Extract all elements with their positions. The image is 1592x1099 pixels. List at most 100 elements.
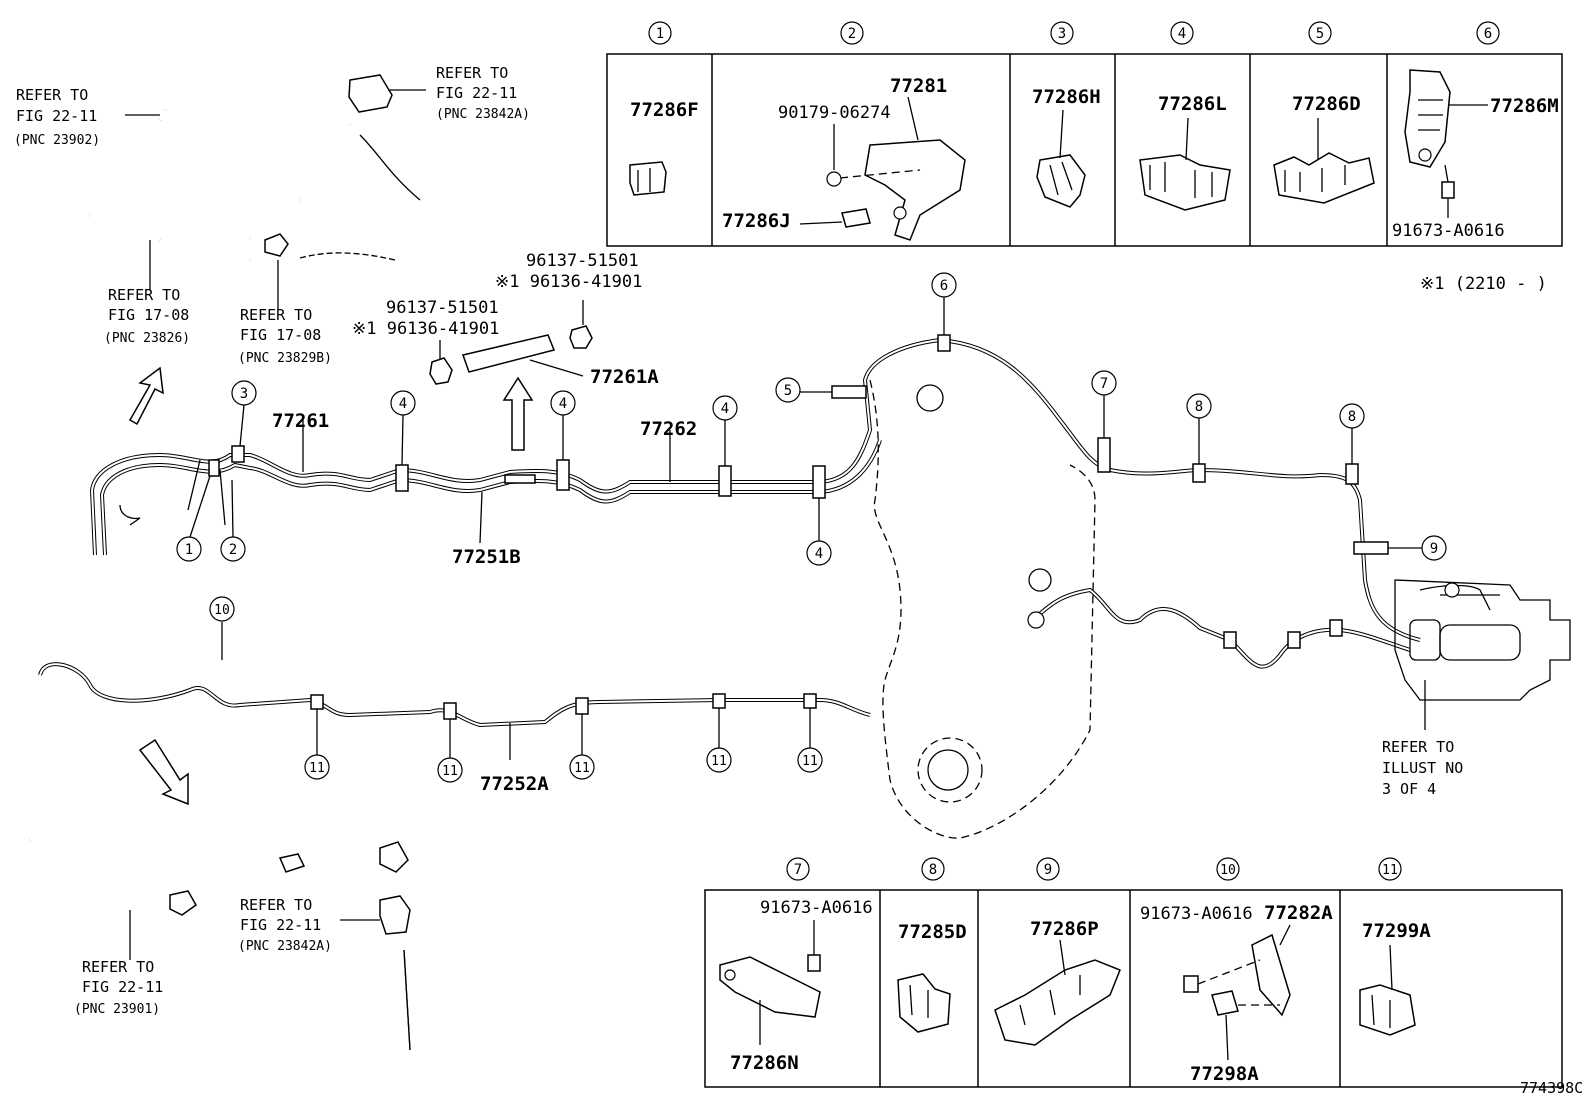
clip-77286F-icon: [629, 161, 667, 196]
svg-text:ILLUST NO: ILLUST NO: [1382, 759, 1463, 777]
clip-77299A-icon: [1359, 944, 1416, 1036]
callout-4c: 4: [712, 395, 738, 421]
bracket-77282A-icon: [1183, 924, 1291, 1061]
part-91673-A0616-b10: 91673-A0616: [1140, 904, 1253, 924]
svg-text:8: 8: [1195, 399, 1203, 415]
svg-text:9: 9: [1430, 541, 1438, 557]
svg-text:5: 5: [1316, 26, 1324, 42]
svg-text:11: 11: [711, 754, 727, 769]
svg-text:4: 4: [559, 396, 567, 412]
callout-4a: 4: [390, 390, 416, 416]
clamp-77286N-icon: [719, 920, 821, 1045]
svg-text:11: 11: [1382, 863, 1398, 878]
svg-text:3: 3: [1058, 26, 1066, 42]
callout-leaders: [189, 297, 1422, 760]
brake-actuator-outline: [1394, 579, 1571, 730]
part-77286N: 77286N: [730, 1052, 799, 1074]
bracket-77281-icon: [799, 96, 966, 241]
svg-text:(PNC 23901): (PNC 23901): [74, 1002, 160, 1017]
callout-9: 9: [1421, 535, 1447, 561]
legend-col-6-number: 6: [1476, 21, 1500, 45]
part-91673-A0616-top: 91673-A0616: [1392, 221, 1505, 241]
tube-clips: [208, 334, 1389, 720]
callout-11c: 11: [569, 754, 595, 780]
svg-text:11: 11: [442, 764, 458, 779]
legend-col-3-number: 3: [1050, 21, 1074, 45]
svg-text:1: 1: [656, 26, 664, 42]
svg-text:(PNC 23902): (PNC 23902): [14, 133, 100, 148]
part-90179-06274: 90179-06274: [778, 103, 891, 123]
callout-4b: 4: [550, 390, 576, 416]
diagram-code: 774398C: [1520, 1079, 1583, 1097]
svg-text:REFER TO: REFER TO: [16, 86, 88, 104]
callout-4d: 4: [806, 540, 832, 566]
legend-col-2-number: 2: [840, 21, 864, 45]
svg-text:(PNC 23826): (PNC 23826): [104, 331, 190, 346]
callout-8a: 8: [1186, 393, 1212, 419]
svg-text:5: 5: [784, 383, 792, 399]
callout-11a: 11: [304, 754, 330, 780]
body-outline: [869, 379, 1096, 839]
callout-5: 5: [775, 377, 801, 403]
svg-text:2: 2: [229, 542, 237, 558]
part-77251B: 77251B: [452, 546, 521, 568]
tube-upper-assembly: [89, 338, 1421, 642]
svg-text:FIG 22-11: FIG 22-11: [436, 84, 517, 102]
callout-11e: 11: [797, 747, 823, 773]
part-77282A: 77282A: [1264, 902, 1333, 924]
svg-text:REFER TO: REFER TO: [240, 896, 312, 914]
svg-text:FIG 17-08: FIG 17-08: [240, 326, 321, 344]
callouts: 3 1 2 4 4 4 4 5 6 7 8 8 9 10 11 11 11 11…: [176, 272, 1447, 783]
svg-text:8: 8: [1348, 409, 1356, 425]
detail-bottom-hoses: [24, 829, 411, 1051]
callout-11d: 11: [706, 747, 732, 773]
part-77261: 77261: [272, 410, 329, 432]
top-legend-table: 1 2 3 4 5 6 77286F 77281 90179-0: [606, 21, 1563, 247]
callout-1: 1: [176, 536, 202, 562]
part-77286L: 77286L: [1158, 93, 1227, 115]
svg-text:※1 96136-41901: ※1 96136-41901: [495, 272, 642, 292]
hose-77261A: [429, 300, 593, 385]
svg-text:(PNC 23842A): (PNC 23842A): [238, 939, 332, 954]
svg-text:10: 10: [214, 603, 230, 618]
part-77285D: 77285D: [898, 921, 967, 943]
callout-10: 10: [209, 596, 235, 622]
svg-text:4: 4: [1178, 26, 1186, 42]
legend-col-4-number: 4: [1170, 21, 1194, 45]
callout-8b: 8: [1339, 403, 1365, 429]
svg-text:2: 2: [848, 26, 856, 42]
svg-text:FIG 22-11: FIG 22-11: [16, 107, 97, 125]
svg-text:9: 9: [1044, 862, 1052, 878]
callout-6: 6: [931, 272, 957, 298]
clamp-77286M-icon: [1404, 69, 1488, 218]
svg-text:6: 6: [1484, 26, 1492, 42]
clip-77286H-icon: [1036, 109, 1086, 208]
part-77262: 77262: [640, 418, 697, 440]
svg-text:FIG 17-08: FIG 17-08: [108, 306, 189, 324]
svg-text:REFER TO: REFER TO: [108, 286, 180, 304]
callout-3: 3: [231, 380, 257, 406]
svg-text:REFER TO: REFER TO: [240, 306, 312, 324]
part-91673-A0616-b7: 91673-A0616: [760, 898, 873, 918]
svg-text:1: 1: [185, 542, 193, 558]
part-77286M: 77286M: [1490, 95, 1559, 117]
part-77286J: 77286J: [722, 210, 791, 232]
svg-text:10: 10: [1220, 863, 1236, 878]
bottom-legend-table: 7 8 9 10 11 91673-A0616 77286N 77285D 77…: [704, 857, 1563, 1088]
svg-text:11: 11: [309, 761, 325, 776]
part-77298A: 77298A: [1190, 1063, 1259, 1085]
clamp-77286D-icon: [1273, 118, 1375, 204]
legend-col-8-number: 8: [921, 857, 945, 881]
callout-7: 7: [1091, 370, 1117, 396]
part-77261A: 77261A: [590, 366, 659, 388]
legend-col-5-number: 5: [1308, 21, 1332, 45]
arrow-up-center-icon: [502, 376, 534, 451]
detail-upper-hoses: [125, 74, 426, 205]
legend-col-7-number: 7: [786, 857, 810, 881]
svg-text:7: 7: [1100, 376, 1108, 392]
svg-text:REFER TO: REFER TO: [436, 64, 508, 82]
part-77281: 77281: [890, 75, 947, 97]
part-77286D: 77286D: [1292, 93, 1361, 115]
part-77286H: 77286H: [1032, 86, 1101, 108]
